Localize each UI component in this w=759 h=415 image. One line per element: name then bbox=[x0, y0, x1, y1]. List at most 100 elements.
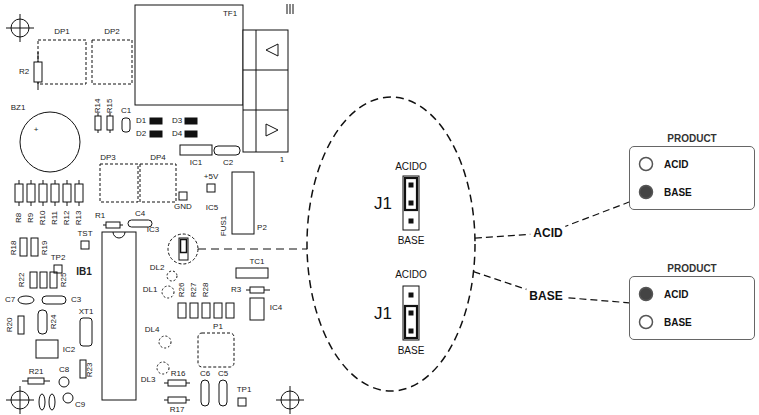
jumper-symbol bbox=[403, 286, 419, 340]
resistor-row bbox=[30, 272, 57, 288]
component-designator: C6 bbox=[200, 370, 210, 378]
capacitor-symbol bbox=[201, 380, 209, 406]
component-designator: IC4 bbox=[270, 304, 282, 312]
component-designator: R12 bbox=[63, 211, 71, 226]
microcontroller-symbol bbox=[102, 232, 136, 400]
capacitor-symbol bbox=[39, 394, 45, 410]
component-designator: R20 bbox=[6, 318, 14, 333]
component-designator: R2 bbox=[19, 68, 29, 76]
resistor-symbol bbox=[20, 238, 27, 256]
connector-label: BASE bbox=[526, 289, 565, 303]
component-designator: TF1 bbox=[223, 10, 237, 18]
component-designator: R26 bbox=[178, 283, 186, 298]
component-designator: IC5 bbox=[206, 204, 218, 212]
test-point bbox=[207, 184, 215, 192]
resistor-symbol bbox=[107, 113, 113, 133]
product-panel: PRODUCTACIDBASE bbox=[629, 133, 755, 210]
component-designator: TP1 bbox=[237, 386, 252, 394]
component-designator: R10 bbox=[39, 211, 47, 226]
connector-label: ACID bbox=[530, 226, 565, 240]
component-designator: DP2 bbox=[104, 28, 120, 36]
component-designator: +5V bbox=[204, 173, 218, 181]
magnifier-ellipse bbox=[307, 97, 475, 391]
component-designator: C1 bbox=[121, 107, 131, 115]
resistor-row bbox=[178, 303, 234, 318]
component-designator: IB1 bbox=[76, 267, 92, 277]
resistor-symbol bbox=[31, 238, 38, 256]
dashed-connector bbox=[473, 272, 629, 303]
component-designator: R28 bbox=[202, 283, 210, 298]
component-designator: R3 bbox=[231, 286, 241, 294]
component-designator: R27 bbox=[190, 283, 198, 298]
indicator-row: BASE bbox=[638, 308, 746, 336]
component-designator: BZ1 bbox=[11, 104, 26, 112]
component-designator: P1 bbox=[213, 323, 223, 331]
display-outline bbox=[92, 40, 132, 84]
product-panel: PRODUCTACIDBASE bbox=[629, 263, 755, 340]
component-designator: R1 bbox=[95, 212, 105, 220]
jumper-symbol bbox=[403, 176, 419, 230]
component-designator: R9 bbox=[27, 213, 35, 223]
component-designator: C2 bbox=[223, 159, 233, 167]
jumper-name: J1 bbox=[374, 195, 392, 212]
component-designator: D2 bbox=[136, 130, 146, 138]
resistor-symbol bbox=[246, 287, 270, 293]
indicator-row: BASE bbox=[638, 178, 746, 206]
component-designator: TST bbox=[77, 230, 92, 238]
mounting-hole bbox=[276, 386, 304, 414]
indicator-label: ACID bbox=[664, 289, 688, 300]
component-designator: IC2 bbox=[63, 346, 75, 354]
led-outline bbox=[157, 362, 169, 374]
component-designator: IC3 bbox=[147, 226, 159, 234]
component-designator: DL4 bbox=[145, 326, 160, 334]
zoom-leader-line bbox=[198, 248, 307, 249]
resistor-symbol bbox=[95, 113, 101, 133]
component-designator: 1 bbox=[280, 156, 284, 164]
resistor-symbol bbox=[34, 52, 42, 90]
component-designator: XT1 bbox=[79, 308, 94, 316]
jumper-name: J1 bbox=[374, 305, 392, 322]
jumper-symbol bbox=[179, 238, 188, 260]
sensor-symbol bbox=[236, 268, 268, 278]
component-designator: + bbox=[34, 126, 39, 134]
component-designator: D3 bbox=[172, 117, 182, 125]
capacitor-symbol bbox=[42, 296, 66, 304]
component-designator: R18 bbox=[10, 241, 18, 256]
indicator-row: ACID bbox=[638, 280, 746, 308]
component-designator: D1 bbox=[136, 117, 146, 125]
magnifier-circle: ACIDOJ1BASEACIDOJ1BASE bbox=[305, 95, 477, 393]
buzzer-symbol bbox=[20, 112, 80, 172]
indicator-label: ACID bbox=[664, 159, 688, 170]
component-designator: DL3 bbox=[141, 376, 156, 384]
component-designator: R19 bbox=[41, 241, 49, 256]
indicator-led bbox=[638, 156, 654, 172]
component-designator: DP3 bbox=[100, 154, 116, 162]
connector-outline bbox=[198, 333, 234, 367]
capacitor-symbol bbox=[214, 146, 240, 155]
resistor-symbol bbox=[38, 310, 47, 334]
mounting-hole bbox=[6, 386, 34, 414]
resistor-symbol bbox=[18, 316, 24, 334]
component-designator: C8 bbox=[59, 366, 69, 374]
component-designator: R15 bbox=[106, 99, 114, 114]
capacitor-symbol bbox=[59, 377, 69, 387]
indicator-label: BASE bbox=[664, 187, 692, 198]
component-designator: R22 bbox=[18, 273, 26, 288]
resistor-symbol bbox=[22, 378, 50, 384]
led-outline bbox=[167, 271, 177, 281]
component-designator: P2 bbox=[257, 224, 267, 232]
display-outline bbox=[140, 164, 176, 202]
capacitor-symbol bbox=[18, 296, 34, 304]
led-outline bbox=[159, 336, 171, 348]
component-designator: R14 bbox=[94, 99, 102, 114]
component-designator: DL2 bbox=[150, 264, 165, 272]
panel-frame: ACID BASE bbox=[629, 146, 755, 210]
component-designator: C3 bbox=[71, 296, 81, 304]
component-designator: TC1 bbox=[249, 258, 264, 266]
connector-symbol bbox=[232, 172, 254, 234]
component-designator: R16 bbox=[171, 370, 186, 378]
led-outline bbox=[162, 286, 174, 298]
component-designator: GND bbox=[174, 203, 192, 211]
test-point bbox=[179, 192, 187, 200]
component-designator: R17 bbox=[170, 406, 185, 414]
